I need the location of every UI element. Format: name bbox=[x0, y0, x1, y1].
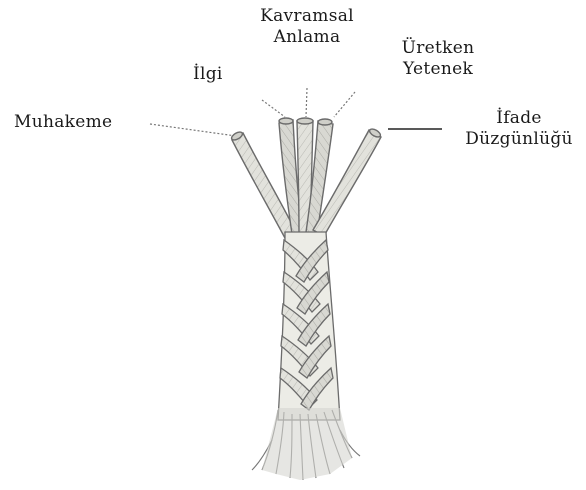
label-ifade-duzgunlugu: İfade Düzgünlüğü bbox=[458, 108, 580, 151]
frayed-end-fill bbox=[262, 408, 352, 480]
label-muhakeme: Muhakeme bbox=[14, 112, 112, 133]
pointer-kavramsal bbox=[306, 88, 307, 117]
strand-tops bbox=[230, 118, 381, 240]
pointer-uretken bbox=[334, 92, 355, 117]
label-ilgi: İlgi bbox=[193, 64, 223, 85]
pointer-lines bbox=[150, 88, 442, 136]
pointer-muhakeme bbox=[150, 124, 236, 136]
label-uretken-yetenek: Üretken Yetenek bbox=[390, 38, 486, 81]
pointer-ilgi bbox=[262, 100, 285, 117]
label-kavramsal-anlama: Kavramsal Anlama bbox=[248, 6, 366, 49]
braid-body bbox=[278, 232, 340, 420]
